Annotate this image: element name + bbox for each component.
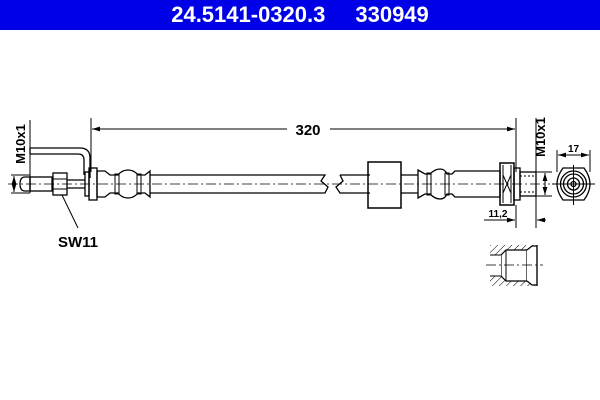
end-view [552,150,595,205]
left-thread-label: M10x1 [13,124,28,164]
wrench-size-label: SW11 [58,234,98,251]
port-section-view [490,245,538,286]
hose-body [150,174,370,194]
fitting-length-dimension [484,205,546,228]
part-number: 24.5141-0320.3 [171,2,326,27]
left-fitting [19,147,151,201]
middle-sleeve [367,161,402,209]
length-label: 320 [295,122,320,139]
length-dimension [90,118,517,172]
hex-size-label: 17 [568,144,580,155]
title-bar: 24.5141-0320.3 330949 [0,0,600,30]
reference-number: 330949 [355,2,429,27]
right-thread-label: M10x1 [533,117,548,157]
fitting-length-label: 11,2 [489,209,508,220]
